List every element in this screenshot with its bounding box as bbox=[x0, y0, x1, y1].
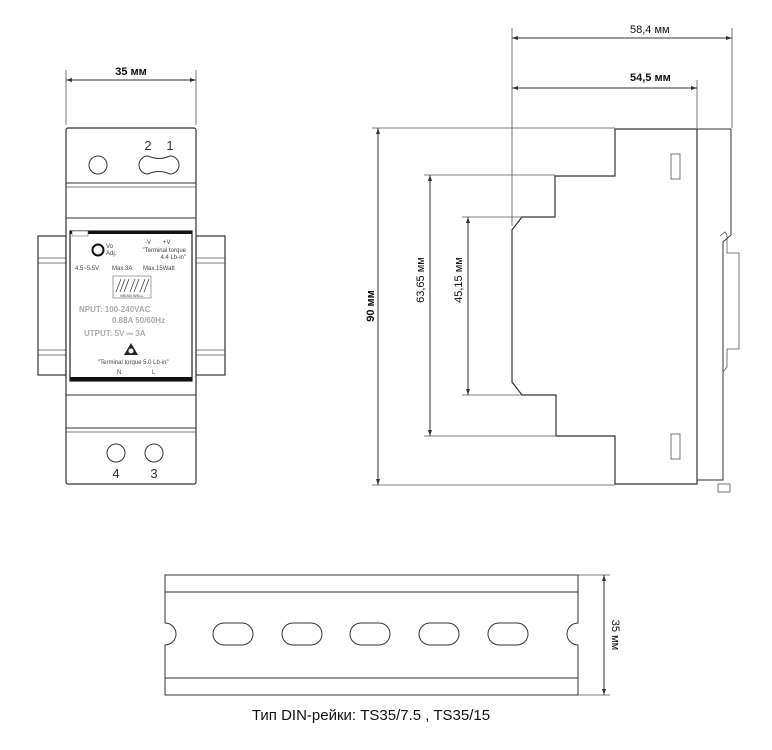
mean-well-logo: MEAN WELL bbox=[112, 275, 152, 299]
label-text: -V bbox=[145, 240, 151, 246]
terminal-number: 1 bbox=[166, 138, 173, 153]
side-profile bbox=[511, 128, 698, 485]
rail-height-dim: 35 мм bbox=[609, 620, 621, 650]
height-step1-dim: 63,65 мм bbox=[415, 257, 427, 303]
product-label: Vo Adj. -V +V "Terminal torque 4.4 Lb-in… bbox=[69, 230, 193, 382]
terminal-screw-hole bbox=[88, 155, 108, 175]
width-dim-label: 35 мм bbox=[115, 66, 147, 78]
voltage-adjust-knob-icon bbox=[91, 243, 105, 257]
side-view: 58,4 мм 54,5 мм 90 мм 63,65 мм 45,15 мм bbox=[365, 24, 740, 493]
terminal-number: 4 bbox=[112, 466, 119, 481]
label-text: L bbox=[152, 370, 156, 376]
label-text: 0.88A 50/60Hz bbox=[112, 316, 165, 325]
label-text: Max.15Watt bbox=[143, 266, 175, 272]
front-view: 35 мм 2 1 4 3 Vo bbox=[37, 66, 226, 485]
din-rail-section bbox=[719, 231, 740, 373]
din-rail-caption: Тип DIN-рейки: TS35/7.5 , TS35/15 bbox=[252, 707, 490, 724]
din-rail-view: 35 мм Тип DIN-рейки: TS35/7.5 , TS35/15 bbox=[164, 574, 621, 724]
terminal-screw-hole-pair bbox=[138, 155, 180, 175]
terminal-screw-hole bbox=[144, 443, 164, 463]
label-text: NPUT: 100-240VAC bbox=[79, 305, 151, 314]
label-text: "Terminal torque 5.0 Lb-in" bbox=[98, 360, 169, 366]
height-step2-dim: 45,15 мм bbox=[453, 257, 465, 303]
label-text: N bbox=[117, 370, 121, 376]
label-text: Adj. bbox=[106, 251, 117, 257]
label-text: +V bbox=[163, 240, 171, 246]
label-text: Vo bbox=[106, 244, 114, 250]
depth-body-dim: 54,5 мм bbox=[630, 72, 671, 84]
label-text: Max.3A bbox=[112, 266, 132, 272]
rail-clip-profile bbox=[697, 128, 732, 481]
label-text: 4.4 Lb-in" bbox=[161, 255, 186, 261]
depth-total-dim: 58,4 мм bbox=[630, 24, 670, 36]
label-text: "Terminal torque bbox=[143, 248, 187, 254]
rail-slots bbox=[212, 622, 529, 646]
label-text: UTPUT: 5V ⎓ 3A bbox=[84, 329, 146, 338]
height-total-dim: 90 мм bbox=[365, 290, 377, 322]
right-rail-clip bbox=[195, 235, 226, 376]
label-text: 4.5~5.5V bbox=[75, 266, 99, 272]
terminal-number: 3 bbox=[150, 466, 157, 481]
left-rail-clip bbox=[37, 235, 67, 376]
brand-text: MEAN WELL bbox=[120, 293, 144, 298]
terminal-number: 2 bbox=[144, 138, 151, 153]
terminal-screw-hole bbox=[106, 443, 126, 463]
width-dimension: 35 мм bbox=[65, 66, 197, 125]
